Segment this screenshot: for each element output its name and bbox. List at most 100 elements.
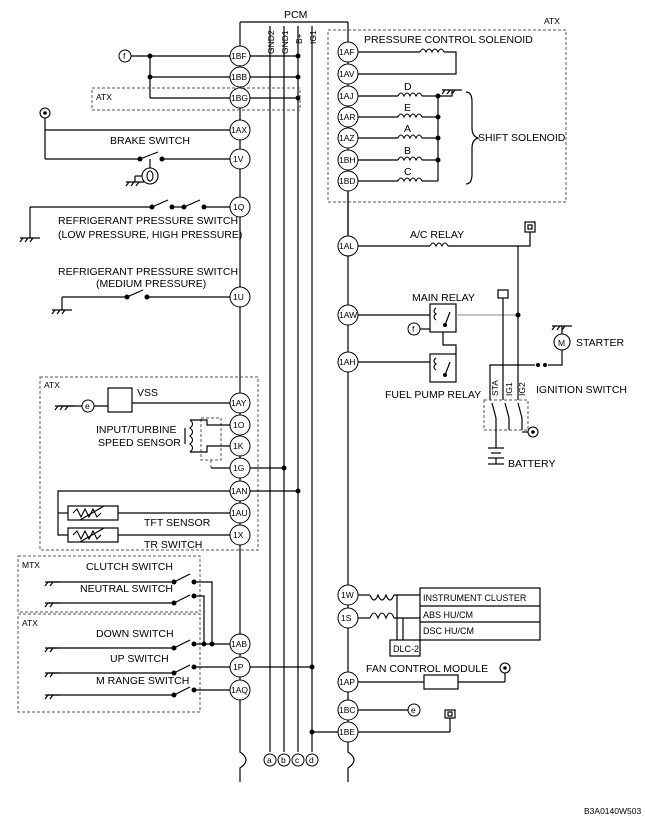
pcm-terminal-b: b xyxy=(281,755,286,765)
can-circuit: DLC-2 INSTRUMENT CLUSTER ABS HU/CM DSC H… xyxy=(358,587,541,657)
pin-1ap: 1AP xyxy=(339,677,355,687)
ignition-circuit: M STARTER IGNITION SWITCH STA IG1 IG2 BA… xyxy=(483,325,627,470)
pin-1bb: 1BB xyxy=(231,72,247,82)
fuel-pump-relay-label: FUEL PUMP RELAY xyxy=(385,389,481,401)
solenoid-group: ATX PRESSURE CONTROL SOLENOID D E A B C … xyxy=(327,16,567,236)
mtx-label: MTX xyxy=(22,560,40,570)
sol-b: B xyxy=(404,145,411,157)
instrument-cluster-label: INSTRUMENT CLUSTER xyxy=(423,593,527,603)
pin-1bd: 1BD xyxy=(339,176,356,186)
sol-c: C xyxy=(404,166,412,178)
pin-1aj: 1AJ xyxy=(339,91,354,101)
pcm-terminal-d: d xyxy=(309,755,314,765)
down-label: DOWN SWITCH xyxy=(96,628,174,640)
pin-1p: 1P xyxy=(233,662,244,672)
ref-f-circuit: f ATX xyxy=(91,49,301,111)
starter-motor-symbol: M xyxy=(558,338,565,348)
m-range-label: M RANGE SWITCH xyxy=(96,675,189,687)
pin-1ay: 1AY xyxy=(231,398,247,408)
refrigerant-switch-2-label: REFRIGERANT PRESSURE SWITCH xyxy=(58,266,238,278)
refrigerant-switch-1-sublabel: (LOW PRESSURE, HIGH PRESSURE) xyxy=(58,229,242,241)
pin-1af: 1AF xyxy=(339,47,355,57)
refrigerant-switch-low-high: REFRIGERANT PRESSURE SWITCH (LOW PRESSUR… xyxy=(19,199,242,243)
ignition-switch-label: IGNITION SWITCH xyxy=(536,384,627,396)
pin-1ax: 1AX xyxy=(231,125,247,135)
atx-box-1bg xyxy=(91,87,301,111)
ref-e-vss: e xyxy=(85,401,90,411)
pcm-terminal-a: a xyxy=(267,755,272,765)
pcm-bus-ig1: IG1 xyxy=(308,30,318,44)
shift-solenoid-label: SHIFT SOLENOID xyxy=(478,132,566,144)
pcm-terminal-c: c xyxy=(295,755,300,765)
pin-1w: 1W xyxy=(341,590,354,600)
atx-label-1bg: ATX xyxy=(96,92,112,102)
pcm-label: PCM xyxy=(284,9,307,21)
atx-label-shift: ATX xyxy=(22,618,38,628)
pin-1ar: 1AR xyxy=(339,112,356,122)
pin-1bc: 1BC xyxy=(339,705,356,715)
pin-1bg: 1BG xyxy=(231,93,248,103)
abs-label: ABS HU/CM xyxy=(423,610,473,620)
mtx-box xyxy=(17,555,201,613)
atx-box-sensors xyxy=(39,376,259,551)
ref-f-mainrelay: f xyxy=(412,324,415,334)
ac-relay: A/C RELAY xyxy=(358,221,536,248)
pin-1an: 1AN xyxy=(231,486,248,496)
atx-shift-switch-group: ATX DOWN SWITCH UP SWITCH M RANGE SWITCH xyxy=(17,613,315,713)
vss-label: VSS xyxy=(137,387,158,399)
pin-1bh: 1BH xyxy=(339,155,356,165)
pin-1be: 1BE xyxy=(339,727,355,737)
tr-label: TR SWITCH xyxy=(144,539,202,551)
pin-1aw: 1AW xyxy=(339,310,357,320)
main-relay-label: MAIN RELAY xyxy=(412,292,475,304)
pcs-label: PRESSURE CONTROL SOLENOID xyxy=(364,34,533,46)
atx-box-solenoids xyxy=(327,29,567,203)
atx-sensor-group: ATX e VSS INPUT/TURBINE SPEED SENSOR TFT… xyxy=(39,376,301,551)
pin-1ah: 1AH xyxy=(339,357,356,367)
dlc-label: DLC-2 xyxy=(393,644,419,654)
fan-control-circuit: FAN CONTROL MODULE xyxy=(358,662,511,690)
atx-box-shift xyxy=(17,613,201,713)
ref-e-1bc: e xyxy=(411,705,416,715)
pcm-bus-gnd2: GND2 xyxy=(266,30,276,54)
atx-label-solenoids: ATX xyxy=(544,16,560,26)
misc-bottom-right: e xyxy=(309,703,456,735)
pin-1g: 1G xyxy=(233,463,244,473)
pin-1v: 1V xyxy=(233,154,244,164)
clutch-label: CLUTCH SWITCH xyxy=(86,561,173,573)
pin-1x: 1X xyxy=(233,530,244,540)
ig-term-ig2: IG2 xyxy=(517,382,527,396)
pcm-bus-bplus: B+ xyxy=(294,33,304,44)
pin-1ab: 1AB xyxy=(231,639,247,649)
mtx-switch-group: MTX CLUTCH SWITCH NEUTRAL SWITCH xyxy=(17,555,213,644)
pin-1az: 1AZ xyxy=(339,133,355,143)
ig-term-sta: STA xyxy=(490,380,500,396)
ac-relay-label: A/C RELAY xyxy=(410,229,464,241)
figure-code: B3A0140W503 xyxy=(584,806,641,816)
neutral-label: NEUTRAL SWITCH xyxy=(80,583,173,595)
brake-switch: BRAKE SWITCH xyxy=(39,107,230,187)
pin-1bf: 1BF xyxy=(231,51,247,61)
starter-label: STARTER xyxy=(576,337,624,349)
sol-a: A xyxy=(404,123,411,135)
ref-f-label: f xyxy=(123,51,126,61)
pin-1au: 1AU xyxy=(231,508,248,518)
relay-group: MAIN RELAY f FUEL PUMP RELAY xyxy=(358,246,521,401)
brake-switch-label: BRAKE SWITCH xyxy=(110,135,190,147)
pin-1u: 1U xyxy=(233,292,244,302)
turbine-label-2: SPEED SENSOR xyxy=(98,437,181,449)
pin-1q: 1Q xyxy=(233,202,245,212)
pcm-bus-gnd1: GND1 xyxy=(280,30,290,54)
fan-control-label: FAN CONTROL MODULE xyxy=(366,663,488,675)
battery-label: BATTERY xyxy=(508,458,555,470)
atx-label-sensors: ATX xyxy=(44,380,60,390)
pin-1al: 1AL xyxy=(339,241,354,251)
tft-label: TFT SENSOR xyxy=(144,517,211,529)
sol-e: E xyxy=(404,102,411,114)
ig-term-ig1: IG1 xyxy=(504,382,514,396)
pin-1av: 1AV xyxy=(339,69,355,79)
sol-d: D xyxy=(404,81,412,93)
dsc-label: DSC HU/CM xyxy=(423,626,474,636)
refrigerant-switch-medium: REFRIGERANT PRESSURE SWITCH (MEDIUM PRES… xyxy=(51,266,238,315)
refrigerant-switch-2-sublabel: (MEDIUM PRESSURE) xyxy=(96,278,206,290)
